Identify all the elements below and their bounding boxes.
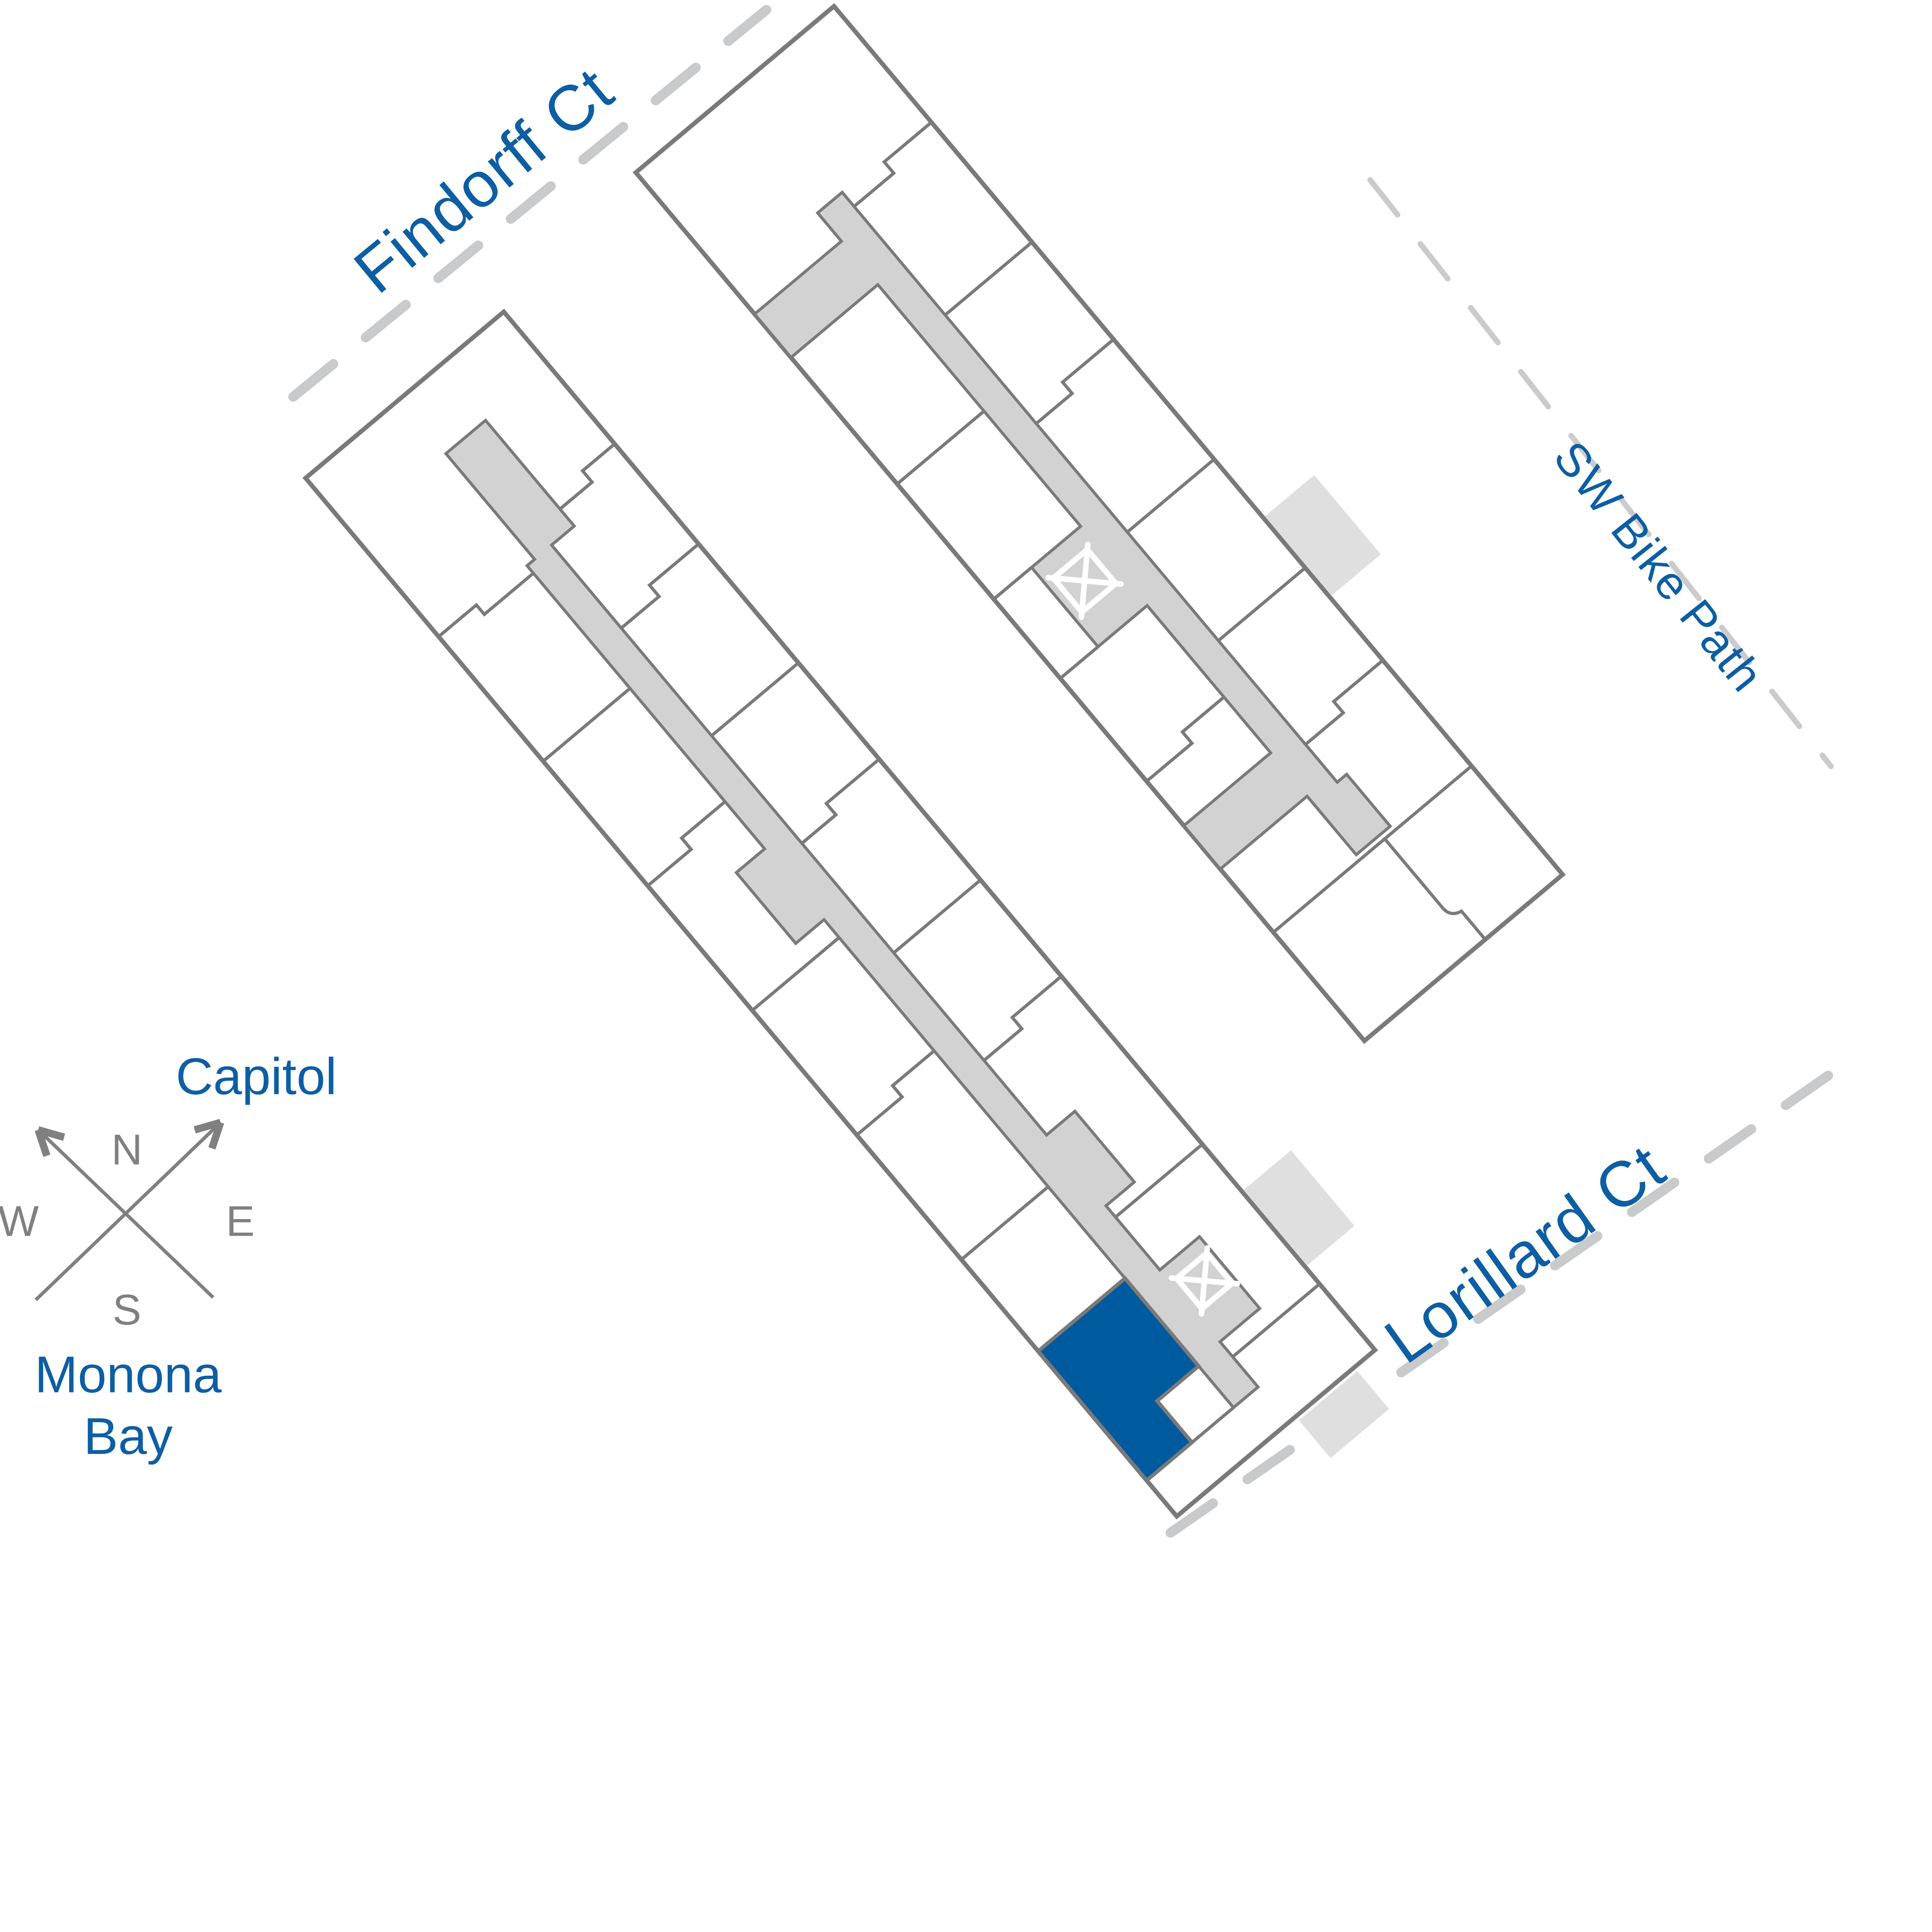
compass-letter-s: S bbox=[112, 1286, 141, 1334]
compass-arrow-ne bbox=[194, 1119, 224, 1150]
walkway-patch bbox=[1265, 475, 1381, 596]
street-line-lorillard bbox=[1165, 1067, 1838, 1538]
unit-walls bbox=[437, 572, 1235, 1482]
west-building bbox=[302, 308, 1389, 1520]
site-plan-map: Findorff Ct SW Bike Path Lorillard Ct bbox=[0, 3, 1838, 1538]
compass-letter-e: E bbox=[226, 1197, 255, 1245]
street-label-sw-bike-path: SW Bike Path bbox=[1544, 431, 1774, 702]
street-label-findorff: Findorff Ct bbox=[341, 54, 627, 307]
compass-axis-sw-ne bbox=[34, 1121, 222, 1301]
compass: N E S W bbox=[0, 1119, 255, 1334]
east-building bbox=[633, 3, 1566, 1044]
highlighted-unit[interactable] bbox=[1036, 1276, 1234, 1483]
walkway-patch bbox=[1244, 1150, 1355, 1265]
unit-walls bbox=[896, 410, 1486, 941]
corridor bbox=[444, 418, 1262, 1410]
elevator-marker bbox=[1045, 541, 1124, 620]
compass-letter-n: N bbox=[111, 1125, 143, 1173]
unit-walls bbox=[559, 442, 1321, 1358]
corridor bbox=[752, 190, 1393, 871]
street-line-sw-bike-path bbox=[1367, 177, 1834, 769]
landmark-label-monona-bay: Monona Bay bbox=[35, 1346, 222, 1465]
monona-bay-line1: Monona bbox=[35, 1346, 222, 1403]
monona-bay-line2: Bay bbox=[83, 1408, 173, 1465]
street-line-findorff bbox=[288, 5, 772, 402]
street-label-lorillard: Lorillard Ct bbox=[1372, 1131, 1678, 1377]
compass-arrow-nw bbox=[34, 1126, 65, 1157]
walkway-patch bbox=[1299, 1371, 1389, 1458]
elevator-x-icon bbox=[1045, 541, 1124, 620]
elevator-x-icon bbox=[1168, 1245, 1240, 1317]
compass-letter-w: W bbox=[0, 1197, 39, 1245]
unit-walls bbox=[853, 121, 1473, 934]
elevator-marker bbox=[1168, 1245, 1240, 1317]
landmark-label-capitol: Capitol bbox=[176, 1048, 337, 1105]
